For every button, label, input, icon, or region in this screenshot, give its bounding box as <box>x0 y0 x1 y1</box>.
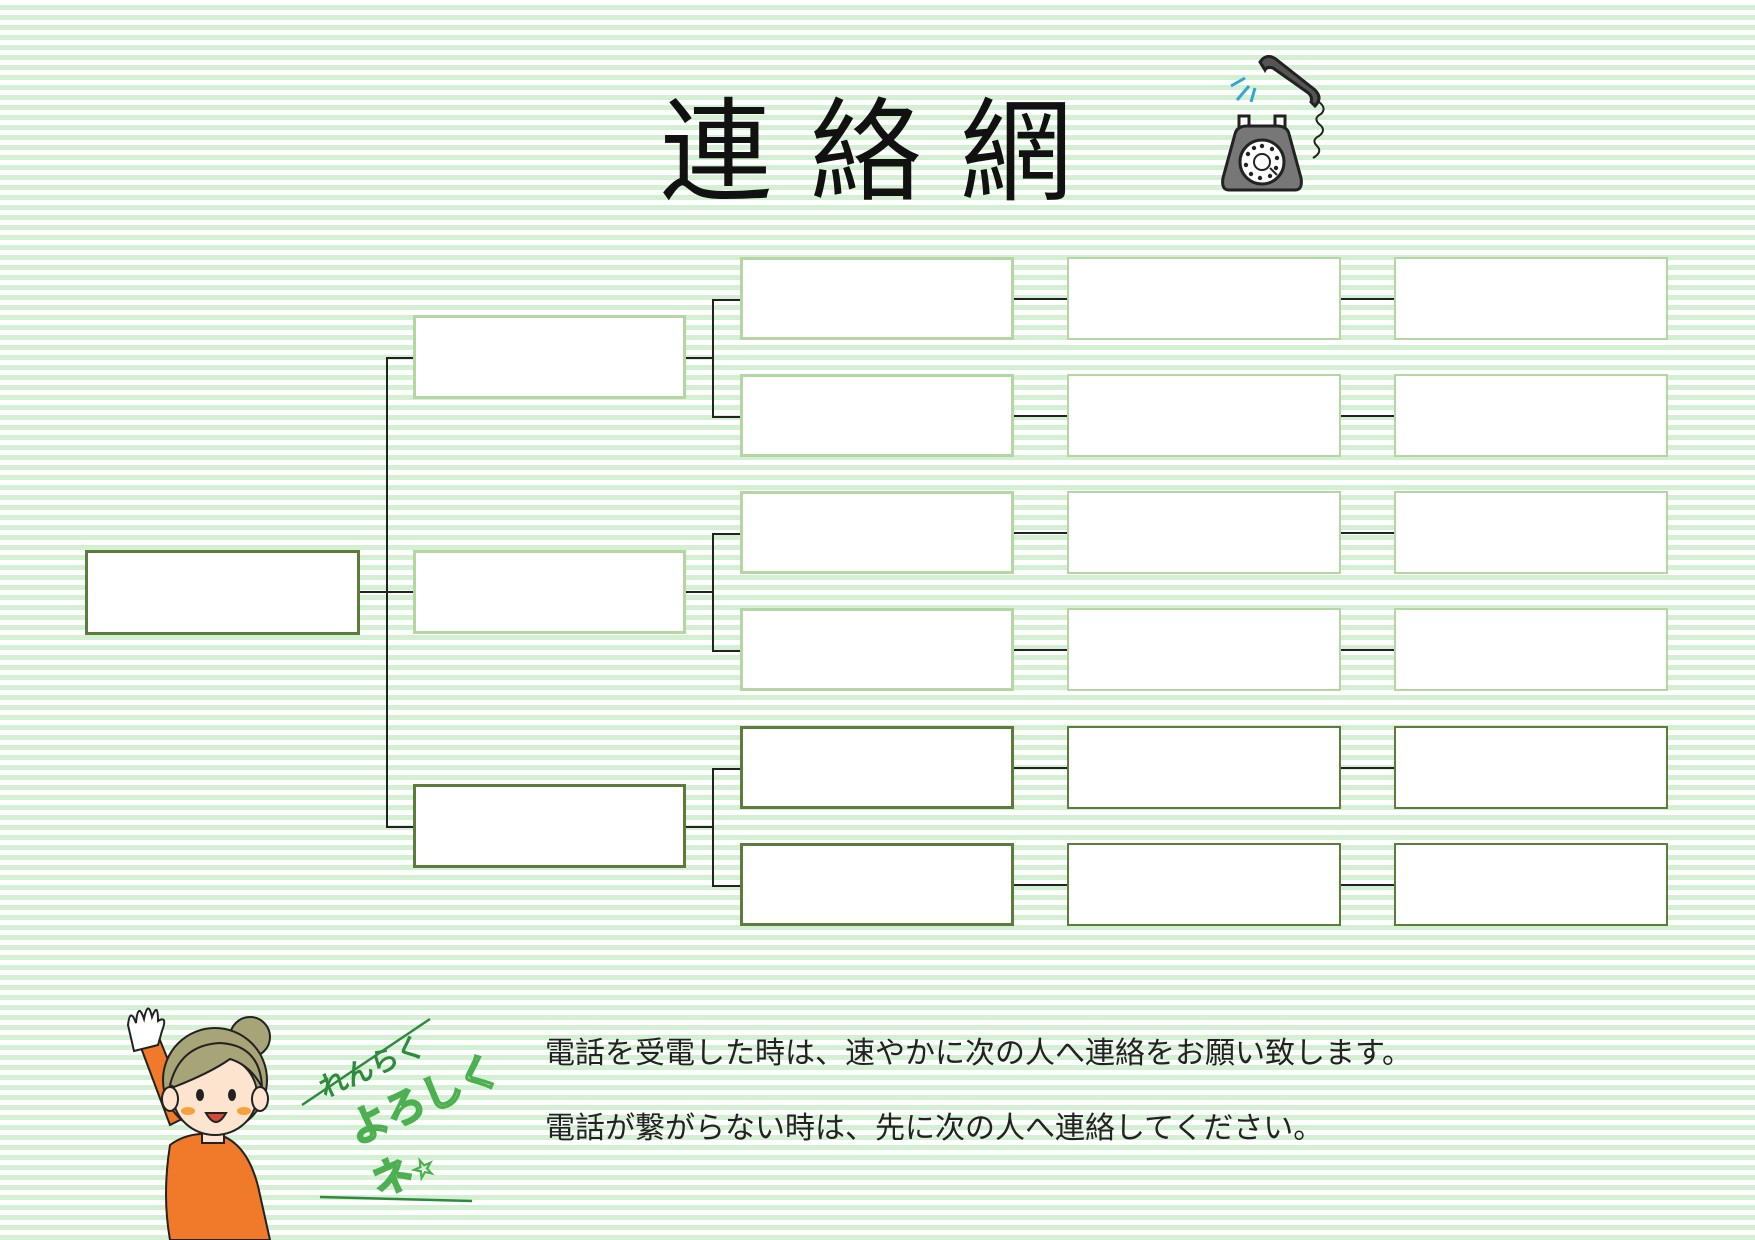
connector-l1-2-vertical <box>712 533 714 651</box>
page-title: 連絡網 <box>660 88 1110 218</box>
level4-box-2[interactable] <box>1394 374 1668 457</box>
connector-row1-b <box>1341 298 1394 300</box>
level2-box-3[interactable] <box>740 491 1014 574</box>
connector-row3-b <box>1341 532 1394 534</box>
connector-l1-1-stub <box>686 357 713 359</box>
connector-l2-1 <box>712 299 740 301</box>
connector-l2-5 <box>712 768 740 770</box>
connector-l1-2-stub <box>686 591 713 593</box>
instruction-line-1: 電話を受電した時は、速やかに次の人へ連絡をお願い致します。 <box>545 1036 1412 1071</box>
connector-row1-a <box>1014 298 1067 300</box>
level1-box-1[interactable] <box>413 315 686 399</box>
level4-box-4[interactable] <box>1394 608 1668 691</box>
tagline-decoration <box>301 1017 473 1203</box>
root-contact-box[interactable] <box>85 550 360 635</box>
level1-box-3[interactable] <box>413 784 686 868</box>
level3-box-2[interactable] <box>1067 374 1341 457</box>
level4-box-3[interactable] <box>1394 491 1668 574</box>
connector-l1-1-vertical <box>712 299 714 417</box>
level4-box-6[interactable] <box>1394 843 1668 926</box>
connector-row3-a <box>1014 532 1067 534</box>
connector-row6-b <box>1341 884 1394 886</box>
connector-row2-b <box>1341 415 1394 417</box>
level1-box-2[interactable] <box>413 550 686 634</box>
instruction-line-2: 電話が繋がらない時は、先に次の人へ連絡してください。 <box>545 1111 1324 1146</box>
connector-l2-3 <box>712 533 740 535</box>
connector-row5-b <box>1341 767 1394 769</box>
level2-box-5[interactable] <box>740 726 1014 809</box>
connector-l2-4 <box>712 650 740 652</box>
level3-box-4[interactable] <box>1067 608 1341 691</box>
connector-l1-3-vertical <box>712 768 714 886</box>
connector-row4-b <box>1341 649 1394 651</box>
connector-row6-a <box>1014 884 1067 886</box>
level4-box-1[interactable] <box>1394 257 1668 340</box>
level2-box-6[interactable] <box>740 843 1014 926</box>
level2-box-1[interactable] <box>740 257 1014 340</box>
level3-box-5[interactable] <box>1067 726 1341 809</box>
level2-box-2[interactable] <box>740 374 1014 457</box>
connector-row4-a <box>1014 649 1067 651</box>
connector-root-stub <box>360 591 387 593</box>
level4-box-5[interactable] <box>1394 726 1668 809</box>
connector-l1-3-stub <box>686 826 713 828</box>
level3-box-3[interactable] <box>1067 491 1341 574</box>
connector-l2-6 <box>712 885 740 887</box>
connector-l2-2 <box>712 416 740 418</box>
rotary-telephone-icon <box>1221 55 1325 192</box>
waving-woman-illustration <box>126 1007 272 1240</box>
connector-row2-a <box>1014 415 1067 417</box>
level3-box-1[interactable] <box>1067 257 1341 340</box>
level2-box-4[interactable] <box>740 608 1014 691</box>
level3-box-6[interactable] <box>1067 843 1341 926</box>
connector-l1-3 <box>386 826 413 828</box>
connector-row5-a <box>1014 767 1067 769</box>
connector-l1-2 <box>386 591 413 593</box>
connector-l1-1 <box>386 357 413 359</box>
